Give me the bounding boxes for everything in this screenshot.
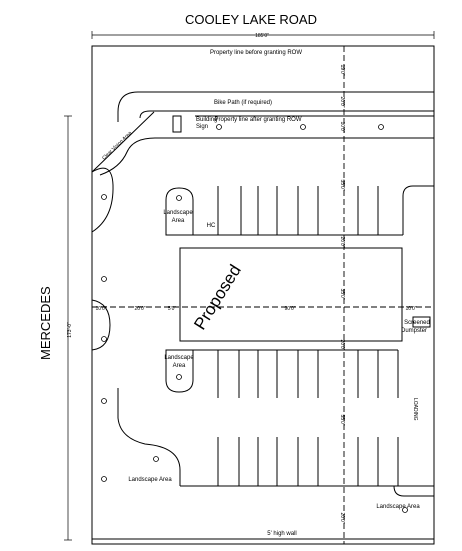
parking-stalls-bottom xyxy=(217,437,399,486)
screen-wall: 5' high wall xyxy=(92,531,434,540)
tree-icon xyxy=(153,456,159,462)
screened-dumpster-label-line1: Screened xyxy=(404,320,430,326)
landscape-island-top-label-line1: Landscape xyxy=(163,210,193,216)
dim-h-5: 5'0" xyxy=(168,306,177,312)
tree-symbols xyxy=(101,124,408,513)
tree-icon xyxy=(378,124,384,130)
parking-stalls-middle xyxy=(193,349,399,398)
landscape-area-bottom-right: Landscape Area xyxy=(376,485,434,510)
dim-h-90: 90'0" xyxy=(284,306,295,312)
tree-icon xyxy=(101,336,107,342)
tree-icon xyxy=(101,398,107,404)
hc-label: HC xyxy=(207,223,216,229)
screened-dumpster: Screened Dumpster xyxy=(401,316,431,334)
clear-vision-area: Clear Vision Area xyxy=(91,111,156,233)
dim-h-10b: 10'0" xyxy=(405,306,416,312)
overall-depth-value: 173'-0" xyxy=(67,322,73,338)
overall-width-value: 185'0" xyxy=(255,33,269,39)
landscape-island-middle-label-line2: Area xyxy=(173,363,186,369)
site-boundary xyxy=(91,45,435,545)
overall-depth-dimension: 173'-0" xyxy=(64,115,73,541)
parking-stalls-top xyxy=(193,185,434,236)
building-sign-label-line1: Building xyxy=(196,117,217,123)
dim-v-20d: 20'0" xyxy=(339,512,345,523)
dim-v-20a: 20'0" xyxy=(339,96,345,107)
property-line-after: Property line after granting ROW xyxy=(155,115,434,139)
property-line-after-label: Property line after granting ROW xyxy=(214,117,301,123)
landscape-island-middle: Landscape Area xyxy=(164,349,194,393)
bike-path-label: Bike Path (if required) xyxy=(214,100,272,106)
tree-icon xyxy=(101,276,107,282)
clear-vision-area-label: Clear Vision Area xyxy=(101,130,133,161)
proposed-building: Proposed xyxy=(179,247,403,342)
overall-width-dimension: 185'0" xyxy=(91,31,435,39)
tree-icon xyxy=(101,194,107,200)
tree-icon xyxy=(402,507,408,513)
screen-wall-label: 5' high wall xyxy=(267,531,297,537)
tree-icon xyxy=(216,124,222,130)
landscape-area-bottom-right-label: Landscape Area xyxy=(376,504,420,510)
road-label-top: COOLEY LAKE ROAD xyxy=(185,12,317,27)
proposed-label: Proposed xyxy=(190,261,245,333)
dim-v-55b: 55'0" xyxy=(339,414,345,425)
building-sign-label-line2: Sign xyxy=(196,124,208,130)
loading-label: LOADING xyxy=(412,398,418,421)
tree-icon xyxy=(176,195,182,201)
road-label-left: MERCEDES xyxy=(38,286,53,360)
screened-dumpster-label-line2: Dumpster xyxy=(401,328,427,334)
landscape-island-middle-label-line1: Landscape xyxy=(164,355,194,361)
center-dimension-line: 19'0" 20'0" 10'0" 55'0" 20'0" 35'0" 20'0… xyxy=(339,46,345,544)
landscape-area-bottom-left-label: Landscape Area xyxy=(128,477,172,483)
horizontal-dimension-row: 10'0" 20'0" 5'0" 90'0" 10'0" xyxy=(92,306,434,312)
landscape-bump-left xyxy=(91,299,111,351)
dim-v-35: 35'0" xyxy=(339,288,345,299)
dim-v-20c: 20'0" xyxy=(339,339,345,350)
tree-icon xyxy=(176,374,182,380)
property-line-before-label: Property line before granting ROW xyxy=(210,50,302,56)
tree-icon xyxy=(101,476,107,482)
landscape-island-top: Landscape Area HC xyxy=(163,187,216,236)
dim-v-19: 19'0" xyxy=(339,64,345,75)
dim-h-20: 20'0" xyxy=(134,306,145,312)
landscape-area-bottom-left: Landscape Area xyxy=(117,388,434,487)
dim-h-10a: 10'0" xyxy=(95,306,106,312)
landscape-island-top-label-line2: Area xyxy=(172,218,185,224)
bike-path: Bike Path (if required) xyxy=(117,91,434,122)
dim-v-55a: 55'0" xyxy=(339,179,345,190)
building-sign: Building Sign xyxy=(172,115,217,133)
dim-v-20b: 20'0" xyxy=(339,236,345,247)
tree-icon xyxy=(300,124,306,130)
dim-v-10: 10'0" xyxy=(339,121,345,132)
